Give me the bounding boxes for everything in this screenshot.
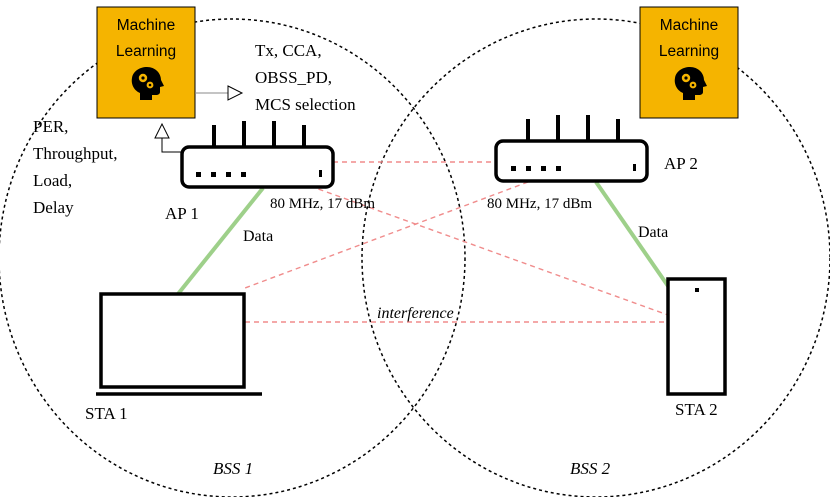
sta1-label: STA 1 xyxy=(85,404,128,423)
sta1-laptop-icon xyxy=(96,292,262,396)
bss1-label: BSS 1 xyxy=(213,459,253,478)
interference-links xyxy=(244,161,669,323)
ap1-label: AP 1 xyxy=(165,204,199,223)
bss2-label: BSS 2 xyxy=(570,459,611,478)
ml-output-line2: OBSS_PD, xyxy=(255,68,332,87)
interference-label: interference xyxy=(377,305,454,322)
ap2-router-icon xyxy=(494,115,649,183)
ap1-config: 80 MHz, 17 dBm xyxy=(270,196,375,212)
head-gears-icon xyxy=(131,67,164,100)
head-gears-icon xyxy=(674,67,707,100)
ap2-config: 80 MHz, 17 dBm xyxy=(487,196,592,212)
ml-box-right: Machine Learning xyxy=(639,6,739,119)
ml-output-arrow xyxy=(195,85,244,101)
ml-input-arrow xyxy=(154,122,182,153)
ap2-data-label: Data xyxy=(638,224,668,241)
sta2-phone-icon xyxy=(666,277,727,396)
interference-link-ap1-sta2 xyxy=(309,185,669,316)
ml-output-line3: MCS selection xyxy=(255,95,356,114)
ml-input-line2: Throughput, xyxy=(33,144,118,163)
bss2-coverage-circle xyxy=(361,18,830,497)
bss1-coverage-circle xyxy=(0,18,466,497)
data-link-ap1-sta1 xyxy=(176,186,265,296)
sta2-label: STA 2 xyxy=(675,400,718,419)
ap2-label: AP 2 xyxy=(664,154,698,173)
ml-box-right-line2: Learning xyxy=(659,43,719,60)
ml-input-line1: PER, xyxy=(33,117,68,136)
ap1-router-icon xyxy=(180,121,335,189)
ml-box-left: Machine Learning xyxy=(96,6,196,119)
data-link-ap2-sta2 xyxy=(594,180,670,288)
ml-box-right-line1: Machine xyxy=(660,17,719,34)
ml-box-left-line2: Learning xyxy=(116,43,176,60)
ml-box-left-line1: Machine xyxy=(117,17,176,34)
ml-output-line1: Tx, CCA, xyxy=(255,41,322,60)
ml-input-line3: Load, xyxy=(33,171,72,190)
ml-input-line4: Delay xyxy=(33,198,74,217)
ap1-data-label: Data xyxy=(243,228,273,245)
